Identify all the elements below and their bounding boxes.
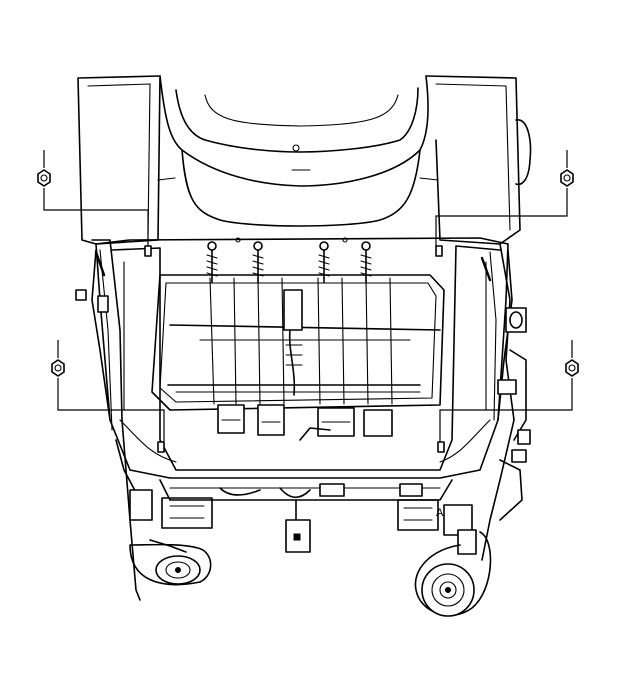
lower-cross-member bbox=[159, 479, 453, 553]
spring bbox=[360, 241, 372, 283]
hex-nut-icon bbox=[560, 150, 574, 187]
hex-nut-icon bbox=[37, 150, 51, 187]
left-pivot-bracket bbox=[129, 543, 212, 586]
hex-nut-icon bbox=[51, 340, 65, 377]
rail-marking-label: A bbox=[436, 507, 444, 519]
right-pivot-bracket bbox=[414, 531, 492, 617]
seat-back bbox=[77, 75, 532, 245]
center-harness bbox=[217, 289, 393, 441]
spring bbox=[318, 241, 330, 283]
fastener-callouts bbox=[37, 150, 579, 442]
spring bbox=[252, 241, 264, 283]
hex-nut-icon bbox=[565, 340, 579, 377]
spring bbox=[206, 241, 218, 283]
right-rail-assembly bbox=[397, 243, 531, 561]
studs bbox=[144, 245, 445, 453]
spring-row bbox=[206, 237, 372, 283]
left-rail-assembly bbox=[75, 239, 213, 601]
